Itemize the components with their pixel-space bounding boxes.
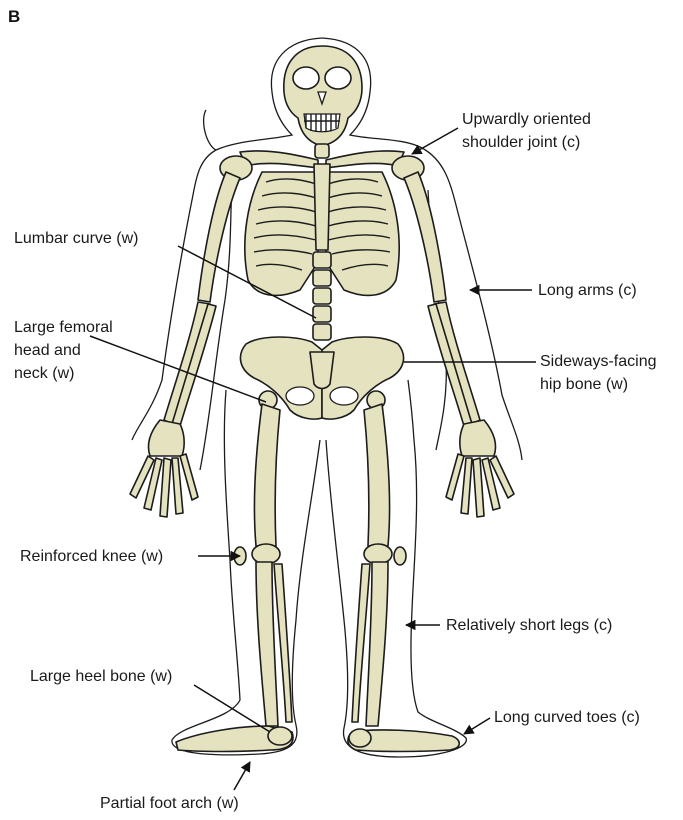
label-shoulder-joint-line1: Upwardly oriented	[462, 111, 591, 128]
panel-letter: B	[8, 7, 20, 26]
eye-socket-left	[293, 67, 319, 89]
label-lumbar-curve: Lumbar curve (w)	[14, 230, 138, 247]
leader-arch	[234, 762, 250, 790]
arm-left	[130, 172, 240, 517]
label-short-legs: Relatively short legs (c)	[446, 617, 612, 634]
label-long-arms: Long arms (c)	[538, 282, 637, 299]
label-shoulder-joint-line2: shoulder joint (c)	[462, 134, 580, 151]
label-femoral-line1: Large femoral	[14, 319, 113, 336]
label-hip-bone-line1: Sideways-facing	[540, 353, 657, 370]
leg-right	[348, 404, 459, 752]
label-curved-toes: Long curved toes (c)	[494, 709, 640, 726]
label-femoral-line2: head and	[14, 342, 81, 359]
label-hip-bone-line2: hip bone (w)	[540, 376, 628, 393]
label-heel-bone: Large heel bone (w)	[30, 668, 172, 685]
label-femoral-line3: neck (w)	[14, 365, 74, 382]
label-reinforced-knee: Reinforced knee (w)	[20, 548, 163, 565]
arm-right	[404, 172, 514, 517]
skull	[284, 46, 362, 146]
lumbar-spine	[313, 252, 331, 340]
leader-shoulder	[412, 128, 458, 154]
eye-socket-right	[325, 67, 351, 89]
label-foot-arch: Partial foot arch (w)	[100, 795, 239, 812]
leader-toes	[464, 718, 490, 734]
leg-left	[176, 404, 293, 752]
leader-heel	[194, 685, 270, 732]
